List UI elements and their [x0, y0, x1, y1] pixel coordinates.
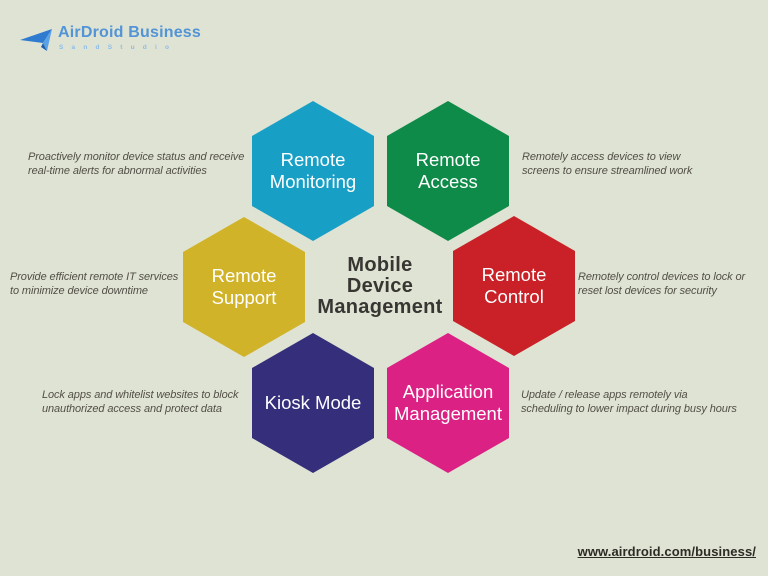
- hexagon-kiosk-mode: Kiosk Mode: [252, 333, 374, 473]
- paper-plane-icon: [20, 29, 52, 51]
- description-remote-access: Remotely access devices to view screens …: [522, 151, 693, 177]
- description-application-management: Update / release apps remotely via sched…: [521, 389, 737, 415]
- hexagon-application-management: Application Management: [387, 333, 509, 473]
- description-remote-control: Remotely control devices to lock or rese…: [578, 271, 746, 297]
- brand-name: AirDroid Business: [58, 24, 201, 41]
- sub-brand-name: S a n d S t u d i o: [59, 44, 173, 51]
- website-link[interactable]: www.airdroid.com/business/: [577, 544, 756, 559]
- airdroid-logo: AirDroid Business S a n d S t u d i o: [20, 24, 201, 54]
- hexagon-remote-access: Remote Access: [387, 101, 509, 241]
- page-title: Mobile Device Management: [317, 254, 443, 318]
- logo-text: AirDroid Business S a n d S t u d i o: [58, 24, 201, 51]
- description-remote-support: Provide efficient remote IT services to …: [10, 271, 179, 297]
- description-remote-monitoring: Proactively monitor device status and re…: [28, 151, 245, 177]
- hexagon-remote-monitoring: Remote Monitoring: [252, 101, 374, 241]
- hexagon-remote-support: Remote Support: [183, 217, 305, 357]
- hexagon-remote-control: Remote Control: [453, 216, 575, 356]
- description-kiosk-mode: Lock apps and whitelist websites to bloc…: [42, 389, 239, 415]
